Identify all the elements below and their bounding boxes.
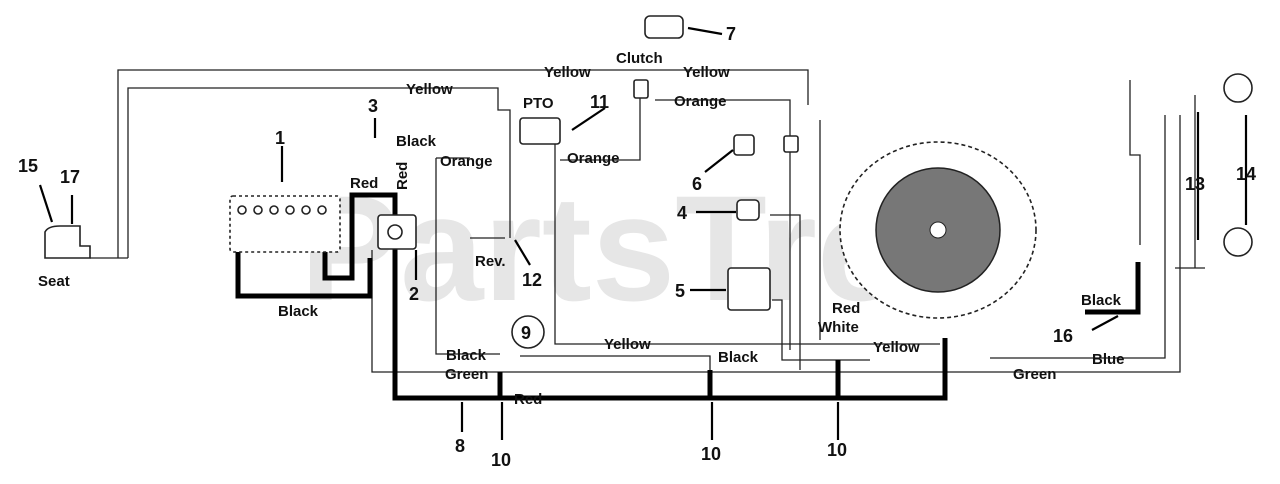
clutch-label: Clutch — [616, 50, 663, 67]
wire-green-right: Green — [1013, 366, 1056, 383]
connector-9 — [511, 315, 545, 349]
callout-9: 9 — [521, 323, 531, 343]
solenoid-block — [229, 195, 341, 253]
callout-15: 15 — [18, 156, 38, 176]
callout-13: 13 — [1185, 174, 1205, 194]
callout-3: 3 — [368, 96, 378, 116]
wire-yellow-right: Yellow — [873, 339, 920, 356]
wire-black-mid: Black — [718, 349, 759, 366]
pto-switch — [519, 117, 561, 145]
wire-black-bottom: Black — [446, 347, 487, 364]
callout-8: 8 — [455, 436, 465, 456]
callout-14: 14 — [1236, 164, 1256, 184]
wire-black-16: Black — [1081, 292, 1122, 309]
wire-red-bottom: Red — [514, 391, 542, 408]
pto-label: PTO — [523, 95, 554, 112]
wire-red-vertical: Red — [394, 162, 411, 190]
wire-blue: Blue — [1092, 351, 1125, 368]
clutch-switch — [633, 79, 649, 99]
callout-1: 1 — [275, 128, 285, 148]
wire-green-bottom: Green — [445, 366, 488, 383]
callout-2: 2 — [409, 284, 419, 304]
key-switch — [377, 214, 417, 250]
wire-black-3: Black — [396, 133, 437, 150]
callout-arrows — [38, 26, 1248, 440]
callout-6: 6 — [692, 174, 702, 194]
wire-black-left: Black — [278, 303, 319, 320]
headlight-top — [1223, 73, 1253, 103]
wire-yellow-top-right: Yellow — [683, 64, 730, 81]
wire-white-right: White — [818, 319, 859, 336]
thick-wires — [235, 192, 1141, 401]
component-4 — [736, 199, 760, 221]
wire-orange-top: Orange — [674, 93, 727, 110]
callout-4: 4 — [677, 203, 687, 223]
headlight-bottom — [1223, 227, 1253, 257]
seat-switch — [44, 225, 91, 259]
callout-7: 7 — [726, 24, 736, 44]
callout-10-b: 10 — [701, 444, 721, 464]
callout-12: 12 — [522, 270, 542, 290]
callout-11: 11 — [590, 92, 609, 112]
callout-10-c: 10 — [827, 440, 847, 460]
rev-label: Rev. — [475, 253, 506, 270]
engine-flywheel — [839, 141, 1037, 319]
component-5 — [727, 267, 771, 311]
wire-orange-mid: Orange — [567, 150, 620, 167]
wire-red-right: Red — [832, 300, 860, 317]
wire-yellow-top-left: Yellow — [544, 64, 591, 81]
wire-orange-left: Orange — [440, 153, 493, 170]
wire-yellow-bottom: Yellow — [604, 336, 651, 353]
callout-16: 16 — [1053, 326, 1073, 346]
wire-yellow-second: Yellow — [406, 81, 453, 98]
callout-5: 5 — [675, 281, 685, 301]
seat-label: Seat — [38, 273, 70, 290]
switch-7 — [644, 15, 684, 39]
component-6 — [733, 134, 799, 156]
callout-16-hidden: 17 — [60, 167, 80, 187]
callout-10-a: 10 — [491, 450, 511, 470]
wire-red-1: Red — [350, 175, 378, 192]
